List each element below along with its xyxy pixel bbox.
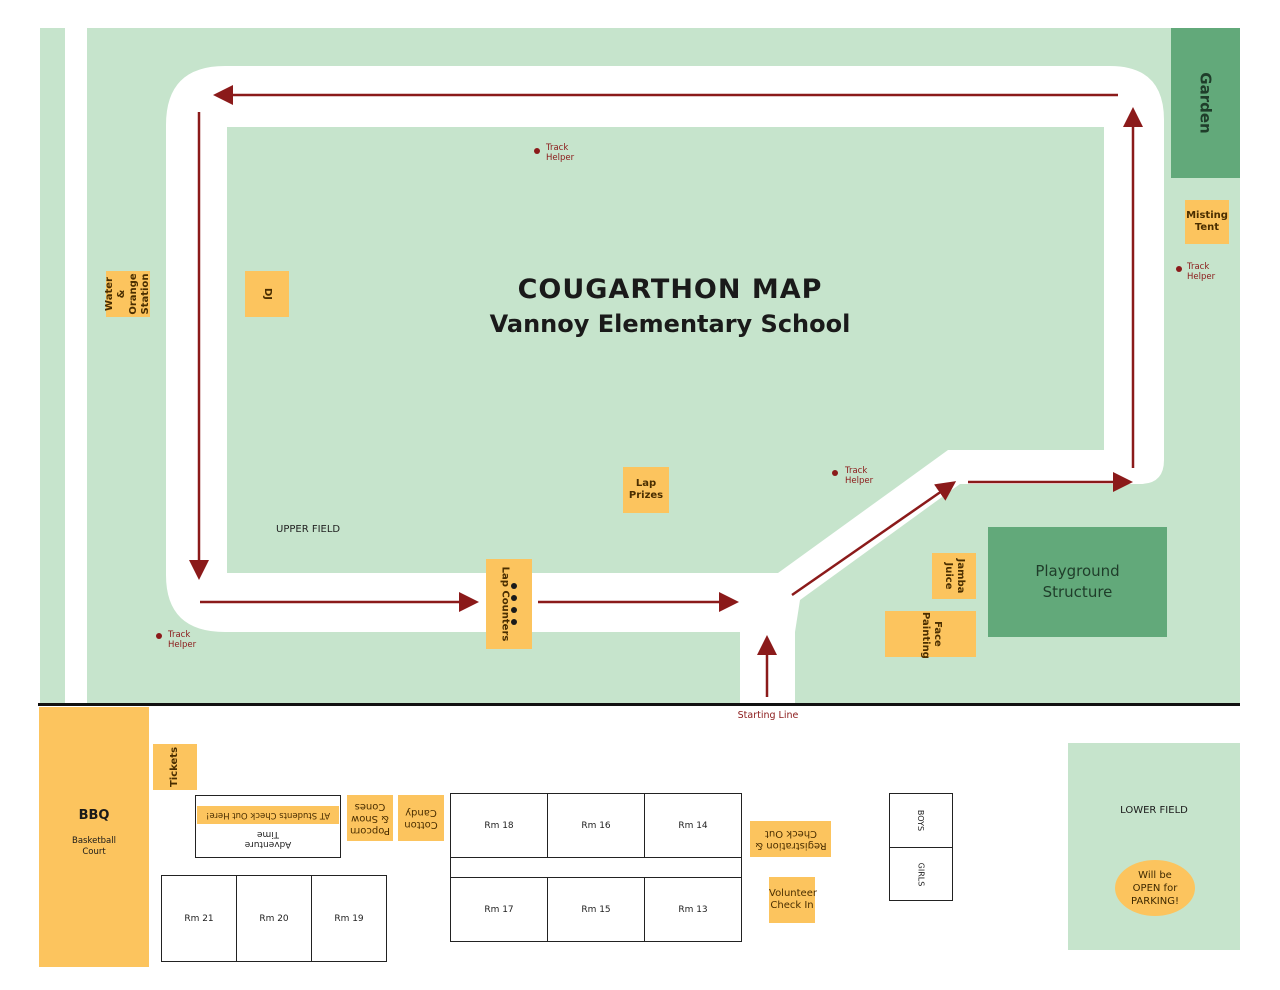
lower-field-area: LOWER FIELD Will be OPEN for PARKING! <box>1068 743 1240 950</box>
registration-station: Registration & Check Out <box>750 821 831 857</box>
lap-counters: Lap Counters <box>486 559 532 649</box>
water-station: Water & Orange Station <box>104 271 151 317</box>
face-painting: Face Painting <box>885 611 976 659</box>
tickets-station: Tickets <box>153 744 197 790</box>
water-station-label: Water & Orange Station <box>104 273 151 315</box>
room-19: Rm 19 <box>311 875 387 962</box>
girls-restroom: GIRLS <box>889 847 953 901</box>
misting-tent: Misting Tent <box>1185 200 1229 244</box>
room-15: Rm 15 <box>547 877 645 942</box>
tickets-label: Tickets <box>168 746 180 788</box>
side-path <box>65 28 87 704</box>
room-21: Rm 21 <box>161 875 237 962</box>
cotton-candy-station: Cotton Candy <box>398 795 444 841</box>
field-boundary <box>38 703 1240 706</box>
at-checkout-label: AT Students Check Out Here! <box>205 810 331 820</box>
parking-badge: Will be OPEN for PARKING! <box>1115 860 1195 916</box>
playground-structure: Playground Structure <box>988 527 1167 637</box>
jamba-juice-label: Jamba Juice <box>943 558 966 594</box>
hallway <box>450 857 742 878</box>
boys-restroom: BOYS <box>889 793 953 848</box>
dj-station: DJ <box>245 271 289 317</box>
face-painting-label: Face Painting <box>919 612 943 659</box>
bbq-label: BBQ <box>78 808 110 823</box>
map-subtitle: Vannoy Elementary School <box>489 310 851 338</box>
garden-area: Garden <box>1171 28 1240 178</box>
parking-label: Will be OPEN for PARKING! <box>1131 869 1179 907</box>
volunteer-label: Volunteer Check In <box>769 888 817 911</box>
basketball-label: Basketball Court <box>72 836 116 857</box>
room-14: Rm 14 <box>644 793 742 858</box>
jamba-juice: Jamba Juice <box>932 553 976 599</box>
lap-counters-label: Lap Counters <box>499 566 510 642</box>
lower-field-label: LOWER FIELD <box>1120 805 1188 816</box>
counter-dots <box>511 583 519 627</box>
adventure-time-label: Adventure Time <box>244 829 292 849</box>
lap-prizes-label: Lap Prizes <box>628 478 664 501</box>
playground-label: Playground Structure <box>1035 562 1120 601</box>
room-13: Rm 13 <box>644 877 742 942</box>
basketball-court: BBQ Basketball Court <box>39 707 149 967</box>
garden-label: Garden <box>1196 72 1215 134</box>
volunteer-station: Volunteer Check In <box>769 877 817 923</box>
adventure-time-room: Adventure Time <box>195 795 341 858</box>
lap-prizes: Lap Prizes <box>623 467 669 513</box>
at-checkout-banner: AT Students Check Out Here! <box>197 806 339 824</box>
popcorn-label: Popcorn & Snow Cones <box>349 801 391 836</box>
room-17: Rm 17 <box>450 877 548 942</box>
room-18: Rm 18 <box>450 793 548 858</box>
cotton-candy-label: Cotton Candy <box>404 807 438 830</box>
misting-tent-label: Misting Tent <box>1186 210 1228 233</box>
map-title: COUGARTHON MAP <box>517 274 823 305</box>
dj-label: DJ <box>262 287 273 301</box>
room-16: Rm 16 <box>547 793 645 858</box>
room-20: Rm 20 <box>236 875 312 962</box>
upper-field-label: UPPER FIELD <box>276 524 341 535</box>
starting-line-label: Starting Line <box>737 710 799 721</box>
registration-label: Registration & Check Out <box>754 828 827 851</box>
popcorn-station: Popcorn & Snow Cones <box>347 795 393 841</box>
